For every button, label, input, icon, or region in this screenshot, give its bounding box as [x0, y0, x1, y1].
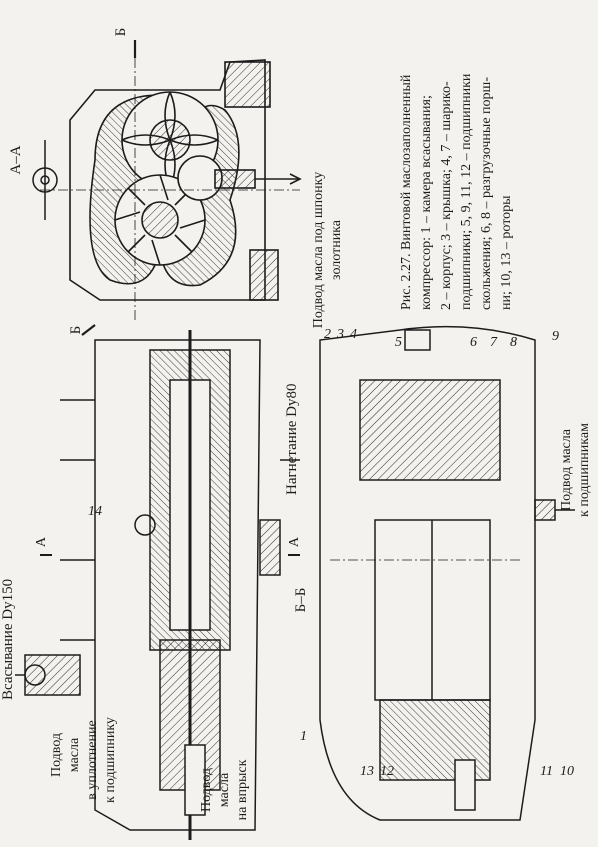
aa-flange: [224, 61, 271, 108]
aa-female-shaft: [141, 201, 179, 239]
b-left-mark: [81, 324, 96, 336]
lower-top-nozzle: [404, 329, 431, 351]
label-suction: Всасывание Dy150: [0, 579, 16, 700]
bb-sight-glass: [134, 514, 156, 536]
caption-line-3: 2 – корпус; 3 – крышка; 4, 7 – шарико-: [439, 81, 454, 310]
part-number-11: 11: [540, 764, 553, 779]
caption-line-1: Рис. 2.27. Винтовой маслозаполненный: [399, 74, 414, 310]
aa-female-flutes: [114, 174, 206, 266]
part-number-7: 7: [490, 335, 498, 350]
part-number-6: 6: [470, 335, 477, 350]
label-oil-bear-2: к подшипникам: [577, 423, 592, 517]
label-oil-valve-2: золотника: [329, 219, 344, 280]
lower-oil-bearing-port: [534, 499, 556, 521]
bb-discharge-flange: [259, 519, 281, 576]
label-oil-inj-3: на впрыск: [235, 759, 250, 820]
part-number-1: 1: [300, 729, 307, 744]
section-aa-view: [40, 40, 302, 336]
label-oil-seal-3: в уплотнение: [85, 720, 100, 799]
caption-line-6: ни; 10, 13 – роторы: [499, 195, 514, 310]
part-number-5: 5: [395, 335, 402, 350]
part-number-10: 10: [560, 764, 574, 779]
label-section-aa: А–А: [8, 145, 24, 174]
part-number-4: 4: [350, 327, 357, 342]
caption-line-4: подшипники; 5, 9, 11, 12 – подшипники: [459, 73, 474, 310]
part-number-8: 8: [510, 335, 517, 350]
section-lower-view: [319, 325, 575, 821]
label-oil-bear-1: Подвод масла: [559, 428, 574, 511]
section-bb-view: [15, 330, 300, 840]
aa-male-lobes: [121, 91, 219, 189]
part-number-13: 13: [360, 764, 374, 779]
bb-drive-shaft-end: [184, 744, 206, 816]
label-section-a-lower: А: [287, 536, 302, 547]
aa-oil-arrowhead: [289, 173, 302, 185]
bb-suction-flange: [24, 654, 81, 696]
aa-housing-outline: [69, 59, 266, 301]
aa-shaft-end-symbol: [32, 140, 58, 220]
part-number-2: 2: [324, 327, 331, 342]
part-number-3: 3: [336, 327, 344, 342]
label-section-b-top: Б: [113, 28, 129, 37]
label-oil-inj-2: масла: [217, 772, 232, 807]
label-oil-valve-1: Подвод масла под шпонку: [311, 172, 326, 329]
label-section-bb: Б–Б: [293, 588, 309, 613]
figure-caption: Рис. 2.27. Винтовой маслозаполненный ком…: [399, 73, 514, 310]
label-section-a-upper: А: [34, 536, 49, 547]
caption-line-5: скольжения; 6, 8 – разгрузочные порш-: [479, 77, 494, 310]
label-oil-seal-1: Подвод: [49, 733, 64, 777]
label-oil-inj-1: Подвод: [199, 768, 214, 812]
aa-oil-port: [214, 169, 256, 189]
aa-foot: [249, 249, 279, 301]
part-number-9: 9: [552, 329, 559, 344]
label-discharge: Нагнетание Dy80: [284, 383, 300, 495]
part-number-14: 14: [88, 504, 102, 519]
lower-end-cover: [359, 379, 501, 481]
part-number-12: 12: [380, 764, 394, 779]
label-oil-seal-4: к подшипнику: [103, 717, 118, 803]
lower-shaft-end: [454, 759, 476, 811]
label-section-b-left: Б: [68, 326, 84, 335]
caption-line-2: компрессор: 1 – камера всасывания;: [419, 95, 434, 310]
bb-housing-outline: [94, 339, 261, 831]
lower-housing-outline: [319, 325, 536, 821]
label-oil-seal-2: масла: [67, 737, 82, 772]
